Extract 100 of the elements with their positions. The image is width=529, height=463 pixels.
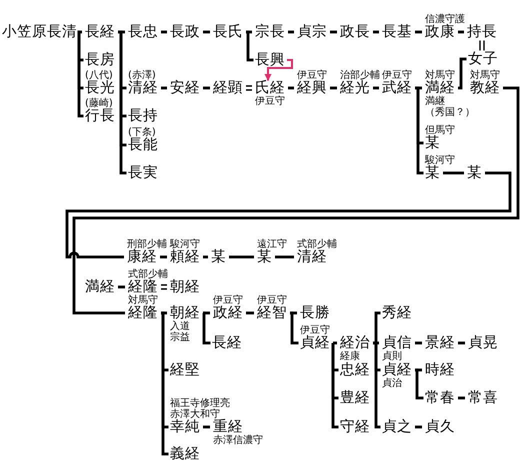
person-name: 経堅	[170, 362, 200, 378]
person-name: 長実	[128, 166, 158, 180]
connector-line	[458, 342, 465, 344]
connector-line	[373, 342, 380, 428]
double-line	[160, 284, 168, 290]
annotation-text: 赤澤大和守	[170, 408, 220, 420]
person-name: 経興	[297, 80, 327, 96]
connector-line	[333, 342, 337, 344]
annotation-text: 但馬守	[425, 124, 455, 136]
connector-line	[288, 30, 294, 34]
annotation-text: 経康	[340, 350, 360, 362]
person-name: 長持	[128, 108, 158, 124]
person-name: 某	[467, 166, 482, 180]
annotation-text: 伊豆守	[257, 294, 287, 306]
connector-line	[203, 312, 210, 314]
person-name: 長興	[255, 52, 285, 68]
person-name: 武経	[382, 80, 412, 96]
annotation-text: 伊豆守	[297, 70, 327, 80]
person-name: 守経	[340, 420, 370, 434]
annotation-text: 伊豆守	[300, 324, 330, 336]
person-name: 貞久	[425, 420, 455, 434]
annotation-text: 伊豆守	[255, 96, 285, 106]
annotation-text: 駿河守	[170, 238, 200, 250]
annotation-text: 刑部少輔	[127, 238, 167, 250]
connector-line	[203, 30, 210, 34]
connector-line	[161, 312, 168, 456]
annotation-text: 福王寺修理亮	[170, 398, 230, 408]
annotation-text: 満継	[425, 96, 445, 106]
person-name: 貞晃	[468, 336, 498, 350]
person-name: 政康	[425, 24, 455, 40]
annotation-text: 対馬守	[425, 70, 455, 80]
person-name: 忠経	[340, 362, 370, 378]
connector-line	[160, 256, 167, 258]
connector-line	[203, 86, 210, 90]
connector-line	[415, 342, 422, 344]
annotation-text: (下条)	[128, 126, 156, 138]
annotation-text: (八代)	[85, 70, 113, 80]
annotation-text: (赤澤)	[128, 70, 156, 80]
person-name: 常喜	[468, 390, 498, 406]
person-name: 幸純	[170, 420, 200, 434]
person-name: 経光	[340, 80, 370, 96]
connector-line	[80, 30, 82, 34]
person-name: 経隆	[128, 280, 158, 294]
person-name: 貞経	[300, 336, 330, 350]
person-name: 宗長	[255, 24, 285, 40]
person-name: 某	[425, 136, 440, 150]
annotation-text: 伊豆守	[213, 294, 243, 306]
person-name: 秀経	[382, 306, 412, 320]
connector-line	[415, 86, 424, 174]
person-name: 女子	[468, 52, 498, 66]
person-name: 満経	[425, 80, 455, 96]
person-name: 豊経	[340, 390, 370, 406]
person-name: 朝経	[170, 280, 200, 294]
person-name: 長房	[85, 52, 115, 68]
person-name: 某	[257, 250, 272, 264]
connector-line	[443, 172, 464, 174]
connector-line	[161, 30, 167, 34]
connector-line	[118, 286, 125, 288]
person-name: 貞宗	[297, 24, 327, 40]
annotation-text: 対馬守	[470, 70, 500, 80]
connector-line	[415, 368, 424, 400]
person-name: 経治	[340, 336, 370, 350]
person-name: 小笠原長清	[2, 24, 77, 40]
person-name: 貞経	[382, 362, 412, 378]
person-name: 貞信	[382, 336, 412, 350]
person-name: 長経	[85, 24, 115, 40]
connector-line	[373, 312, 380, 344]
connector-line	[373, 30, 379, 34]
person-name: 経智	[257, 306, 287, 320]
person-name: 教経	[470, 80, 500, 96]
arrow	[264, 59, 293, 81]
annotation-text: 治部少輔	[340, 70, 380, 80]
connector-line	[330, 30, 337, 34]
person-name: 長経	[212, 336, 242, 350]
person-name: 重経	[213, 420, 243, 434]
person-name: 常春	[425, 390, 455, 406]
person-name: 頼経	[170, 250, 200, 264]
annotation-text: 伊豆守	[382, 70, 412, 80]
person-name: 経顕	[213, 80, 243, 96]
person-name: 氏経	[255, 80, 285, 96]
person-name: 某	[211, 250, 226, 264]
annotation-text: 駿河守	[425, 154, 455, 166]
annotation-text: 赤澤信濃守	[213, 434, 263, 446]
connector-line	[66, 172, 512, 258]
person-name: 義経	[170, 446, 200, 462]
person-name: 行長	[85, 108, 115, 124]
person-name: 長勝	[300, 306, 330, 320]
person-name: 政経	[213, 306, 243, 320]
person-name: 安経	[170, 80, 200, 96]
connector-line	[229, 256, 254, 258]
person-name: 貞之	[382, 420, 412, 434]
annotation-text: 式部少輔	[297, 238, 337, 250]
annotation-text: 入道宗益	[170, 320, 190, 342]
person-name: 時経	[425, 362, 455, 378]
person-name: 某	[425, 166, 440, 180]
connector-line	[458, 58, 466, 90]
person-name: 清経	[128, 80, 158, 96]
connector-line	[246, 30, 254, 62]
connector-line	[458, 30, 464, 34]
person-name: 康経	[127, 250, 157, 264]
